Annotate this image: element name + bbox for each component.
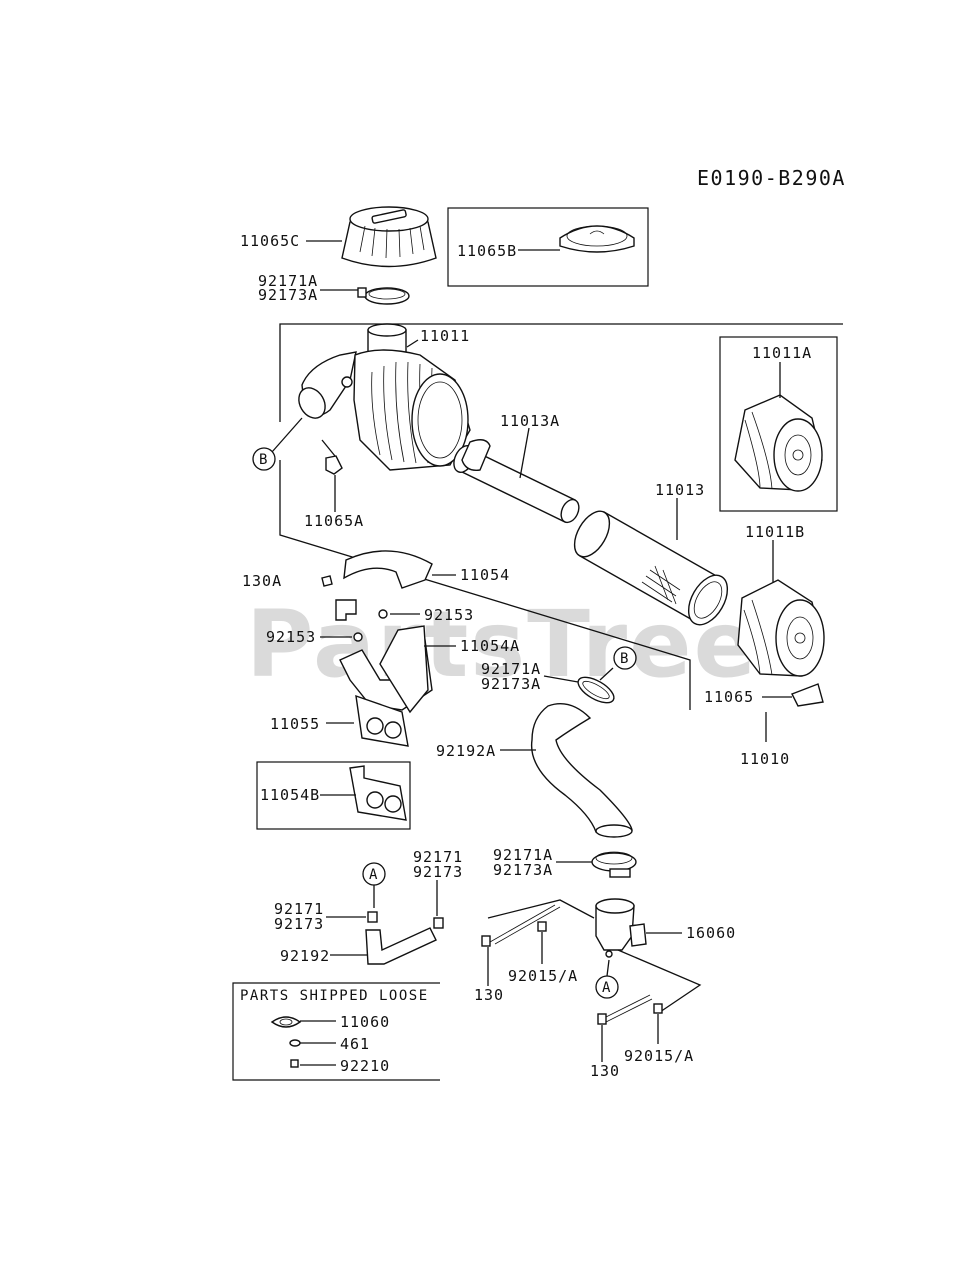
part-461 [289,1039,301,1047]
part-92192A [530,703,633,838]
label-11054B: 11054B [260,786,320,804]
part-clamp-left [367,911,378,923]
part-11060 [270,1016,302,1028]
assembly-outline-bottom [279,460,691,710]
label-92192: 92192 [280,947,330,965]
callout-a-bottom-text: A [602,980,611,996]
part-11054B [349,765,407,821]
part-11011A [734,394,823,492]
label-92153-a: 92153 [424,606,474,624]
label-92173A-low: 92173A [493,861,553,879]
part-92015A-a [537,921,547,932]
part-11011B [737,579,825,677]
label-11065C: 11065C [240,232,300,250]
part-clamp-low [591,851,637,878]
label-11065B: 11065B [457,242,517,260]
loose-parts-title: PARTS SHIPPED LOOSE [240,988,429,1004]
label-92153-b: 92153 [266,628,316,646]
box-11011A [719,336,838,512]
label-92173A-mid: 92173A [481,675,541,693]
part-clamp-right [433,917,444,929]
label-11065A: 11065A [304,512,364,530]
part-16060 [595,898,647,958]
part-130-b [597,1013,607,1025]
label-92171A-mid: 92171A [481,660,541,678]
part-11065A [325,455,343,475]
label-92192A: 92192A [436,742,496,760]
label-11054A: 11054A [460,637,520,655]
callout-b-top-text: B [259,452,267,468]
part-130-a [481,935,491,947]
label-130A: 130A [242,572,282,590]
part-92153-a [378,609,388,619]
label-11010: 11010 [740,750,790,768]
part-clamp-top [357,287,410,305]
label-11011: 11011 [420,327,470,345]
label-92171A-top: 92171A [258,272,318,290]
callout-b-hose [613,646,637,670]
label-92171-right: 92171 [413,848,463,866]
part-92015A-b [653,1003,663,1014]
loose-parts-box [232,982,440,1081]
label-11055: 11055 [270,715,320,733]
part-11013A [453,439,580,524]
loose-item-2: 92210 [340,1057,390,1075]
part-92153-b [353,632,363,642]
part-92210 [290,1059,299,1068]
part-11065B [559,225,635,253]
box-11065B [447,207,649,287]
callout-b-top [252,447,276,471]
loose-item-0: 11060 [340,1013,390,1031]
label-16060: 16060 [686,924,736,942]
box-11054B [256,761,411,830]
label-92173A-top: 92173A [258,286,318,304]
label-11011B: 11011B [745,523,805,541]
label-92015A-b: 92015/A [624,1047,694,1065]
label-11054: 11054 [460,566,510,584]
part-11054 [343,550,433,589]
label-92015A-a: 92015/A [508,967,578,985]
part-11065 [791,683,824,707]
part-11013 [573,510,729,626]
label-92171A-low: 92171A [493,846,553,864]
part-130A [321,575,333,587]
leader-bolt-b [617,949,702,1013]
loose-item-1: 461 [340,1035,370,1053]
label-11013: 11013 [655,481,705,499]
callout-a-left-text: A [369,867,378,883]
part-11065C [341,206,437,268]
assembly-outline-top [279,323,843,422]
label-130-b: 130 [590,1062,620,1080]
label-11013A: 11013A [500,412,560,430]
leader-bolt-a [487,899,595,919]
part-11054A [379,625,429,714]
part-11011 [298,323,471,471]
callout-b-hose-text: B [620,651,628,667]
label-11065: 11065 [704,688,754,706]
label-92173-left: 92173 [274,915,324,933]
label-11011A: 11011A [752,344,812,362]
label-130-a: 130 [474,986,504,1004]
label-92171-left: 92171 [274,900,324,918]
callout-a-bottom [595,975,619,999]
part-clamp-mid [577,676,615,704]
diagram-code: E0190-B290A [697,166,846,190]
watermark: PartsTree [246,591,758,698]
label-92173-right: 92173 [413,863,463,881]
part-92192 [365,927,437,965]
